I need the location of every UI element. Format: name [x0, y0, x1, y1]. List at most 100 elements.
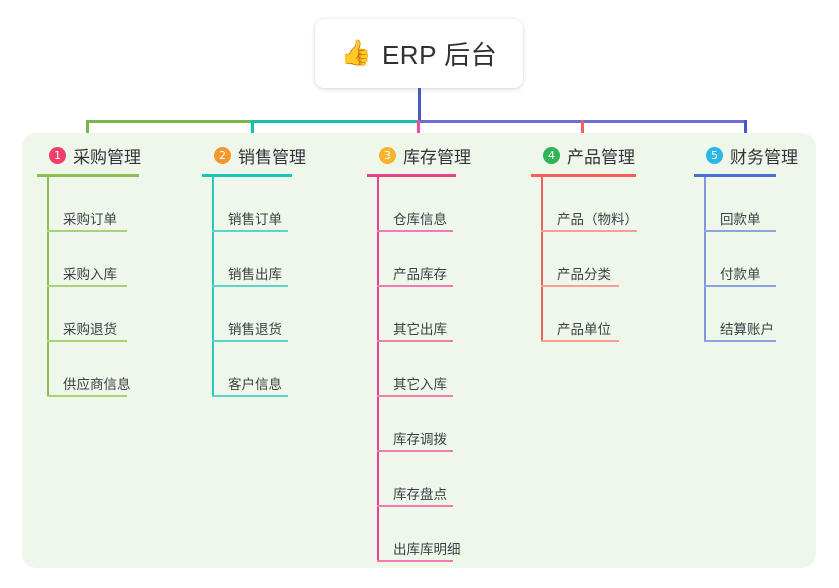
branch-title: 财务管理 [730, 147, 798, 167]
branch-item-label: 采购入库 [63, 267, 117, 282]
branch-item[interactable]: 采购订单 [37, 177, 182, 232]
branch-item-label: 回款单 [720, 212, 761, 227]
branch-item-rule [704, 230, 776, 232]
root-node-content: 👍 ERP 后台 [341, 35, 497, 72]
branch-title: 销售管理 [238, 147, 306, 167]
connector-bar-green [86, 120, 253, 123]
branch-header-2[interactable]: 2 销售管理 [202, 142, 319, 168]
branch-title: 采购管理 [73, 147, 141, 167]
branch-item[interactable]: 产品单位 [531, 287, 647, 342]
branch-item-label: 产品（物料） [557, 212, 638, 227]
branch-item-label: 销售退货 [228, 322, 282, 337]
branch-item-label: 仓库信息 [393, 212, 447, 227]
branch-header-rule [694, 174, 776, 177]
branch-item[interactable]: 产品分类 [531, 232, 647, 287]
branch-items: 回款单付款单结算账户 [694, 177, 808, 342]
branch-spine [212, 177, 214, 397]
branch-header-rule [37, 174, 139, 177]
branch-number-badge: 1 [49, 146, 66, 164]
branch-item-rule [377, 450, 453, 452]
branch-header-5[interactable]: 5 财务管理 [694, 142, 808, 168]
thumbs-up-icon: 👍 [340, 39, 372, 67]
branch-item-rule [541, 340, 619, 342]
branch-item[interactable]: 仓库信息 [367, 177, 477, 232]
branch-item-label: 付款单 [720, 267, 761, 282]
branch-title: 产品管理 [567, 147, 635, 167]
branch-item-label: 其它入库 [393, 377, 447, 392]
branch-item[interactable]: 结算账户 [694, 287, 808, 342]
branch-item-rule [541, 285, 619, 287]
branch-item[interactable]: 回款单 [694, 177, 808, 232]
branch-item[interactable]: 出库库明细 [367, 507, 477, 562]
branch-item-label: 采购退货 [63, 322, 117, 337]
branch-header-4[interactable]: 4 产品管理 [531, 142, 647, 168]
branch-item-rule [47, 340, 127, 342]
branch-item[interactable]: 销售退货 [202, 287, 319, 342]
branch-header-rule [202, 174, 292, 177]
branch-spine [47, 177, 49, 397]
branch-item-label: 客户信息 [228, 377, 282, 392]
diagram-panel [22, 133, 816, 568]
branch-item-rule [377, 230, 453, 232]
branch-item[interactable]: 其它入库 [367, 342, 477, 397]
branch-column-1: 1 采购管理 采购订单采购入库采购退货供应商信息 [37, 142, 182, 397]
root-node-title: ERP 后台 [381, 40, 498, 70]
branch-item-label: 供应商信息 [63, 377, 131, 392]
branch-column-5: 5 财务管理 回款单付款单结算账户 [694, 142, 808, 342]
branch-item-label: 出库库明细 [393, 542, 461, 557]
root-node-card[interactable]: 👍 ERP 后台 [315, 19, 523, 88]
branch-spine [541, 177, 543, 342]
branch-spine [704, 177, 706, 342]
branch-item-rule [47, 285, 127, 287]
branch-item[interactable]: 付款单 [694, 232, 808, 287]
branch-item-rule [212, 340, 288, 342]
branch-item-label: 其它出库 [393, 322, 447, 337]
branch-item-label: 产品单位 [557, 322, 611, 337]
branch-item[interactable]: 产品库存 [367, 232, 477, 287]
branch-items: 采购订单采购入库采购退货供应商信息 [37, 177, 182, 397]
branch-items: 产品（物料） 产品分类产品单位 [531, 177, 647, 342]
branch-item[interactable]: 客户信息 [202, 342, 319, 397]
branch-item-rule [377, 340, 453, 342]
branch-item-label: 库存调拨 [393, 432, 447, 447]
branch-item-label: 库存盘点 [393, 487, 447, 502]
branch-item-rule [212, 395, 288, 397]
branch-items: 仓库信息产品库存其它出库其它入库库存调拨库存盘点出库库明细 [367, 177, 477, 562]
branch-header-rule [367, 174, 456, 177]
branch-item[interactable]: 库存调拨 [367, 397, 477, 452]
branch-column-3: 3 库存管理 仓库信息产品库存其它出库其它入库库存调拨库存盘点出库库明细 [367, 142, 477, 562]
branch-item[interactable]: 采购入库 [37, 232, 182, 287]
branch-number-badge: 4 [543, 146, 560, 164]
branch-item-rule [541, 230, 637, 232]
branch-item-label: 销售出库 [228, 267, 282, 282]
branch-item[interactable]: 采购退货 [37, 287, 182, 342]
branch-number-badge: 3 [379, 146, 396, 164]
branch-item-label: 产品分类 [557, 267, 611, 282]
branch-item[interactable]: 产品（物料） [531, 177, 647, 232]
connector-trunk [418, 88, 421, 122]
branch-item-rule [212, 285, 288, 287]
branch-header-3[interactable]: 3 库存管理 [367, 142, 477, 168]
branch-item[interactable]: 库存盘点 [367, 452, 477, 507]
branch-item-rule [47, 395, 127, 397]
branch-spine [377, 177, 379, 562]
branch-item-rule [377, 560, 453, 562]
branch-item-label: 产品库存 [393, 267, 447, 282]
branch-item-rule [704, 285, 776, 287]
branch-item[interactable]: 销售订单 [202, 177, 319, 232]
branch-item-label: 采购订单 [63, 212, 117, 227]
branch-title: 库存管理 [403, 147, 471, 167]
branch-item-rule [704, 340, 776, 342]
branch-column-4: 4 产品管理 产品（物料） 产品分类产品单位 [531, 142, 647, 342]
branch-header-1[interactable]: 1 采购管理 [37, 142, 182, 168]
branch-item-rule [47, 230, 127, 232]
branch-header-rule [531, 174, 636, 177]
branch-number-badge: 5 [706, 146, 723, 164]
branch-item-rule [377, 395, 453, 397]
branch-item-rule [377, 285, 453, 287]
branch-item[interactable]: 供应商信息 [37, 342, 182, 397]
branch-items: 销售订单销售出库销售退货客户信息 [202, 177, 319, 397]
branch-column-2: 2 销售管理 销售订单销售出库销售退货客户信息 [202, 142, 319, 397]
branch-item[interactable]: 其它出库 [367, 287, 477, 342]
branch-item[interactable]: 销售出库 [202, 232, 319, 287]
